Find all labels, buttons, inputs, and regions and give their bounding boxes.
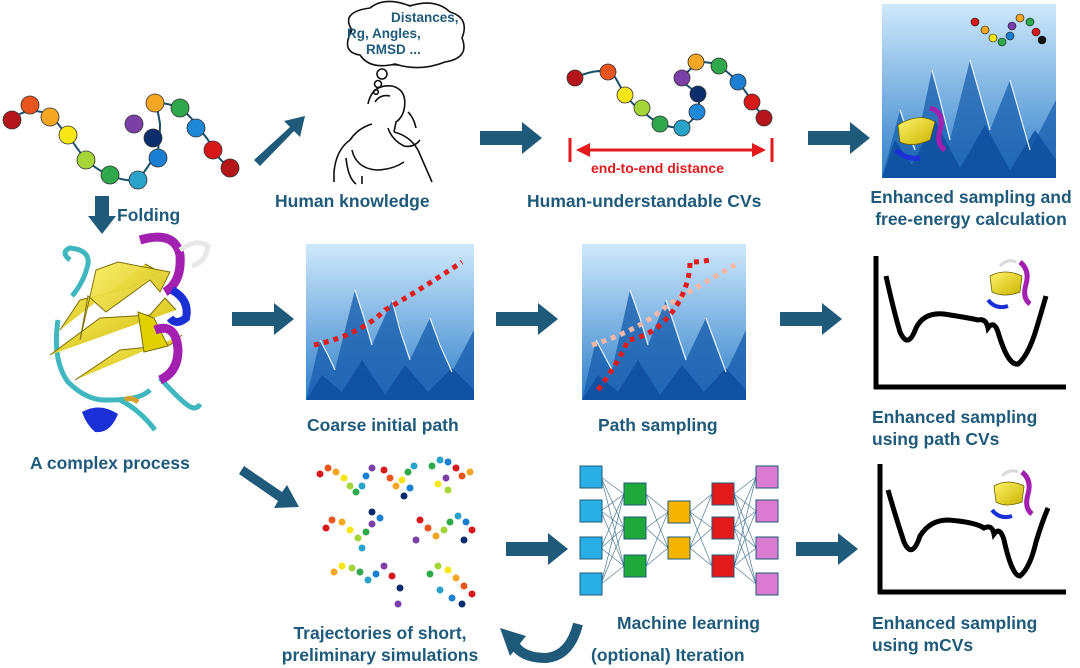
path-sampling-landscape-image: [582, 244, 746, 400]
enhanced-mcv-line1: Enhanced sampling: [872, 613, 1038, 633]
coarse-path-landscape-image: [306, 244, 474, 400]
iteration-arrow: [500, 622, 583, 664]
arrow-to-mcv-profile: [796, 533, 858, 565]
unfolded-chain: [2, 93, 240, 190]
iteration-label: (optional) Iteration: [591, 645, 745, 665]
folded-protein-image: [49, 232, 211, 433]
path-sampling-label: Path sampling: [598, 415, 718, 435]
trajectories-line1: Trajectories of short,: [293, 623, 467, 643]
arrow-to-machine-learning: [506, 533, 568, 565]
enhanced-path-line2: using path CVs: [872, 429, 1000, 449]
folding-arrow: [88, 196, 116, 234]
enhanced-mcv-line2: using mCVs: [872, 635, 974, 655]
human-knowledge-label: Human knowledge: [275, 191, 430, 211]
machine-learning-label: Machine learning: [617, 613, 760, 633]
enhanced-mcv-title: Enhanced sampling using mCVs: [872, 612, 1037, 656]
cv-chain: [566, 53, 773, 137]
folding-label: Folding: [117, 205, 181, 225]
thinking-person-icon: [333, 0, 466, 185]
arrow-to-trajectories: [239, 466, 299, 508]
complex-process-label: A complex process: [30, 453, 190, 473]
enhanced-free-energy-title: Enhanced sampling and free-energy calcul…: [856, 186, 1080, 230]
thought-distances: Distances,: [391, 10, 459, 25]
enhanced-path-line1: Enhanced sampling: [872, 407, 1038, 427]
path-cv-free-energy-profile: [873, 256, 1066, 390]
mcv-free-energy-profile: [877, 464, 1066, 595]
coarse-path-label: Coarse initial path: [307, 415, 459, 435]
trajectories-title: Trajectories of short, preliminary simul…: [270, 622, 490, 666]
free-energy-landscape-image: [882, 4, 1056, 178]
enhanced-free-energy-line2: free-energy calculation: [875, 209, 1067, 229]
arrow-to-enhanced-sampling: [808, 122, 870, 154]
end-to-end-distance-label: end-to-end distance: [591, 160, 725, 176]
thought-rmsd: RMSD ...: [366, 42, 421, 57]
end-to-end-distance-arrow: [568, 138, 774, 162]
trajectories-line2: preliminary simulations: [281, 645, 479, 665]
neural-network-diagram: [579, 465, 779, 596]
thought-rg-angles: Rg, Angles,: [347, 26, 421, 41]
arrow-to-human-cvs: [480, 122, 542, 154]
arrow-to-path-cv-profile: [780, 303, 842, 335]
enhanced-free-energy-line1: Enhanced sampling and: [870, 187, 1072, 207]
trajectory-snapshots: [316, 456, 476, 608]
arrow-to-path-sampling: [496, 303, 558, 335]
arrow-to-human-knowledge: [254, 116, 305, 166]
arrow-to-coarse-path: [232, 303, 294, 335]
enhanced-path-title: Enhanced sampling using path CVs: [872, 406, 1037, 450]
human-cvs-label: Human-understandable CVs: [527, 191, 762, 211]
